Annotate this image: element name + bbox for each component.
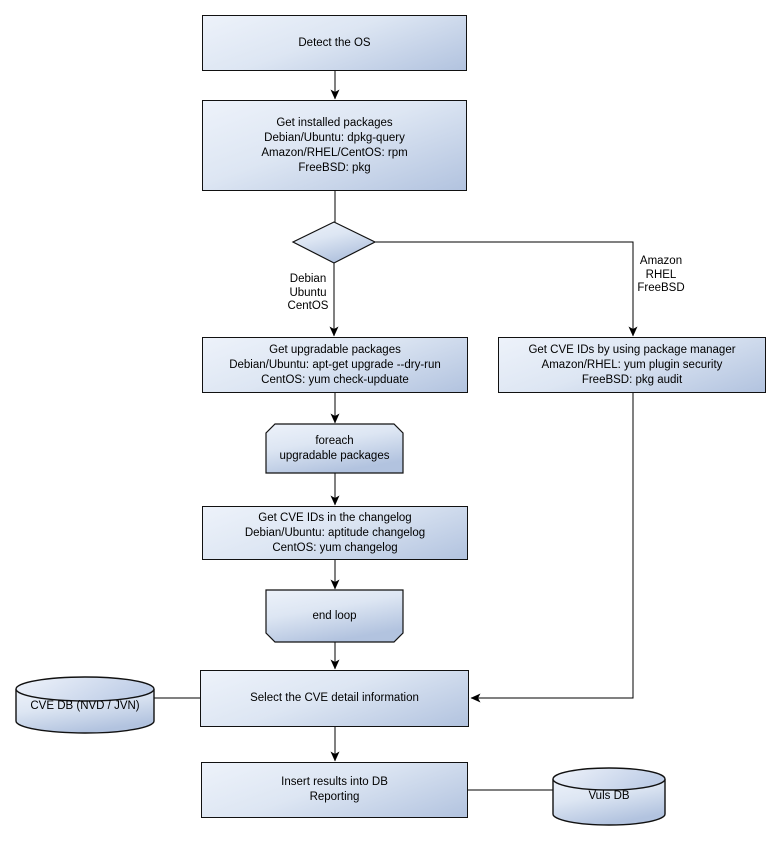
node-text-line: FreeBSD: pkg [298,161,371,174]
node-text-line: Debian/Ubuntu: aptitude changelog [244,526,426,539]
node-get-installed-packages: Get installed packages Debian/Ubuntu: dp… [202,100,467,191]
node-get-upgradable-packages: Get upgradable packages Debian/Ubuntu: a… [202,337,468,393]
node-text-line: upgradable packages [279,449,390,462]
node-text-line: Select the CVE detail information [250,692,419,704]
node-text-line: foreach [315,434,354,447]
edge-label-line: Debian [289,273,327,285]
end-loop-label: end loop [266,590,403,642]
edge-label-line: Amazon [639,255,683,267]
decision-diamond [291,221,377,264]
edge-label-left-branch: Debian Ubuntu CentOS [283,273,333,314]
node-text-line: Get CVE IDs by using package manager [528,343,736,356]
edge-package-manager-to-select [470,393,634,703]
node-detect-os: Detect the OS [202,15,467,71]
node-text-line: Debian/Ubuntu: dpkg-query [264,131,405,144]
node-text-line: CentOS: yum changelog [272,541,398,554]
cve-db-label: CVE DB (NVD / JVN) [16,679,154,733]
edge-label-line: FreeBSD [637,282,685,294]
node-text-line: Get CVE IDs in the changelog [258,511,412,524]
node-text-line: Amazon/RHEL/CentOS: rpm [261,146,408,159]
node-text-line: Get installed packages [276,116,393,129]
edge-label-right-branch: Amazon RHEL FreeBSD [635,255,687,296]
foreach-loop-shape [265,423,404,474]
foreach-loop-label: foreach upgradable packages [266,424,403,473]
node-text-line: FreeBSD: pkg audit [581,373,683,386]
node-get-cve-ids-changelog: Get CVE IDs in the changelog Debian/Ubun… [202,506,468,560]
node-text-line: CentOS: yum check-upduate [261,373,409,386]
node-text-line: end loop [312,609,357,622]
cve-db-cylinder-top [15,676,155,702]
node-text-line: Insert results into DB [281,776,388,788]
node-text-line: Vuls DB [588,789,630,802]
edge-label-line: Ubuntu [289,286,327,299]
node-text-line: Amazon/RHEL: yum plugin security [541,358,723,371]
vuls-db-cylinder-body [552,779,666,826]
edge-label-line: CentOS [287,300,329,312]
node-text-line: Debian/Ubuntu: apt-get upgrade --dry-run [229,358,441,371]
node-text-line: CVE DB (NVD / JVN) [30,699,140,712]
edge-label-line: RHEL [645,268,677,281]
node-select-cve-detail: Select the CVE detail information [200,670,469,727]
vuls-db-label: Vuls DB [553,770,665,822]
node-get-cve-ids-package-manager: Get CVE IDs by using package manager Ama… [498,337,766,393]
edge-decision-to-package-manager [375,241,638,337]
node-text-line: Get upgradable packages [269,343,401,356]
vuls-db-cylinder-top [552,767,666,791]
node-text-line: Detect the OS [298,36,371,49]
end-loop-shape [265,589,404,643]
node-insert-results: Insert results into DB Reporting [201,762,468,818]
node-text-line: Reporting [309,791,360,803]
